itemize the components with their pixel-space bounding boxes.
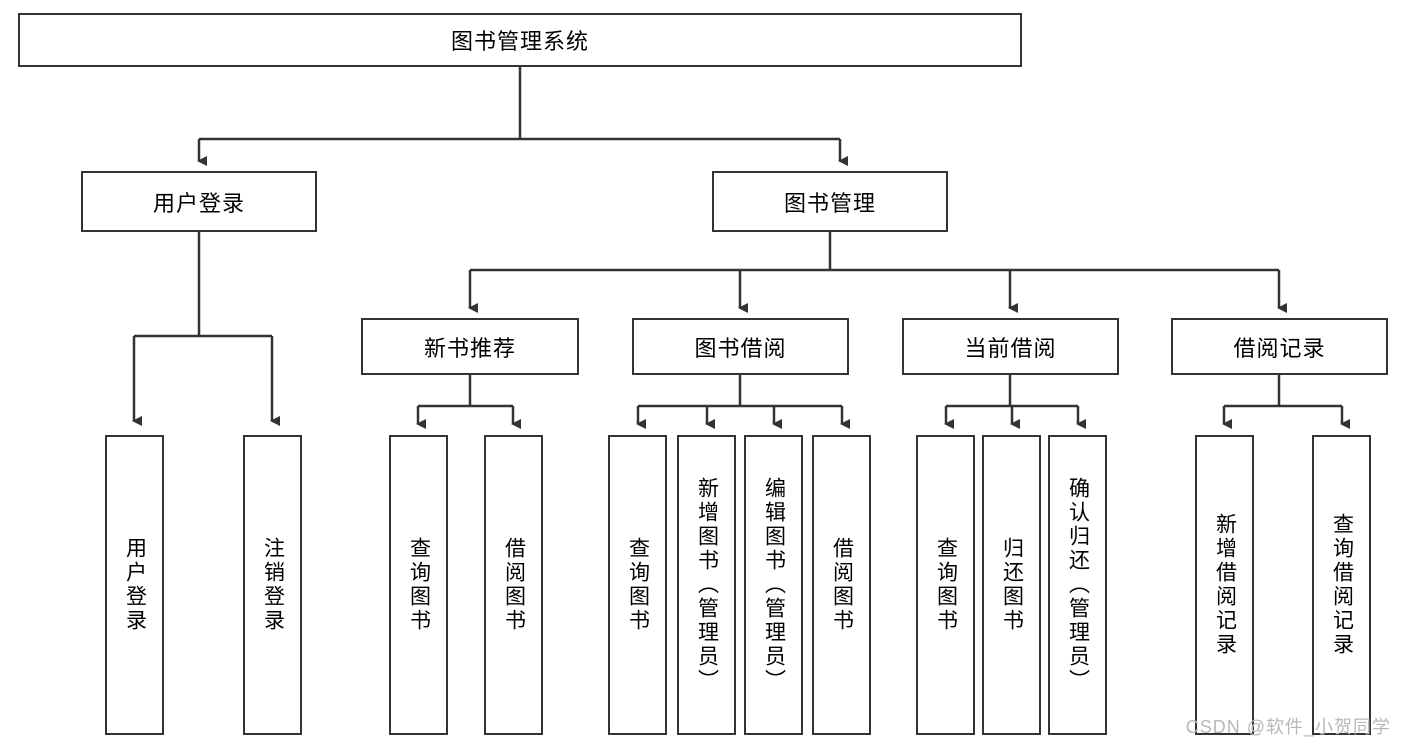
node-root-book-management-system[interactable]: 图书管理系统: [18, 13, 1022, 67]
node-leaf-logout[interactable]: 注销登录: [243, 435, 302, 735]
node-leaf-query-book-borrow[interactable]: 查询图书: [608, 435, 667, 735]
node-label: 借阅图书: [502, 537, 526, 633]
node-label: 当前借阅: [964, 335, 1057, 361]
node-label: 图书借阅: [694, 335, 787, 361]
node-label: 借阅记录: [1233, 335, 1326, 361]
node-label: 归还图书: [1000, 537, 1024, 633]
node-label: 新增图书（管理员）: [695, 477, 719, 693]
node-label: 注销登录: [261, 537, 285, 633]
node-label: 确认归还（管理员）: [1066, 477, 1090, 693]
node-leaf-confirm-return-admin[interactable]: 确认归还（管理员）: [1048, 435, 1107, 735]
node-label: 借阅图书: [830, 537, 854, 633]
node-label: 新增借阅记录: [1213, 513, 1237, 657]
node-leaf-borrow-book-recommend[interactable]: 借阅图书: [484, 435, 543, 735]
node-leaf-query-borrow-record[interactable]: 查询借阅记录: [1312, 435, 1371, 735]
node-leaf-query-book-recommend[interactable]: 查询图书: [389, 435, 448, 735]
node-user-login[interactable]: 用户登录: [81, 171, 317, 232]
node-book-borrow[interactable]: 图书借阅: [632, 318, 849, 375]
node-label: 用户登录: [152, 190, 245, 216]
node-leaf-query-book-current[interactable]: 查询图书: [916, 435, 975, 735]
node-label: 查询图书: [626, 537, 650, 633]
node-label: 图书管理系统: [450, 29, 589, 54]
node-label: 图书管理: [783, 190, 876, 216]
node-label: 用户登录: [123, 537, 147, 633]
node-label: 新书推荐: [423, 335, 516, 361]
node-borrow-record[interactable]: 借阅记录: [1171, 318, 1388, 375]
node-leaf-user-login[interactable]: 用户登录: [105, 435, 164, 735]
node-leaf-edit-book-admin[interactable]: 编辑图书（管理员）: [744, 435, 803, 735]
node-leaf-borrow-book[interactable]: 借阅图书: [812, 435, 871, 735]
node-label: 查询图书: [407, 537, 431, 633]
watermark-text: CSDN @软件_小贺同学: [1185, 717, 1391, 737]
node-leaf-return-book[interactable]: 归还图书: [982, 435, 1041, 735]
node-label: 编辑图书（管理员）: [762, 477, 786, 693]
node-label: 查询图书: [934, 537, 958, 633]
node-new-book-recommend[interactable]: 新书推荐: [361, 318, 579, 375]
node-leaf-add-borrow-record[interactable]: 新增借阅记录: [1195, 435, 1254, 735]
node-current-borrow[interactable]: 当前借阅: [902, 318, 1119, 375]
node-label: 查询借阅记录: [1330, 513, 1354, 657]
node-leaf-add-book-admin[interactable]: 新增图书（管理员）: [677, 435, 736, 735]
node-book-management[interactable]: 图书管理: [712, 171, 948, 232]
